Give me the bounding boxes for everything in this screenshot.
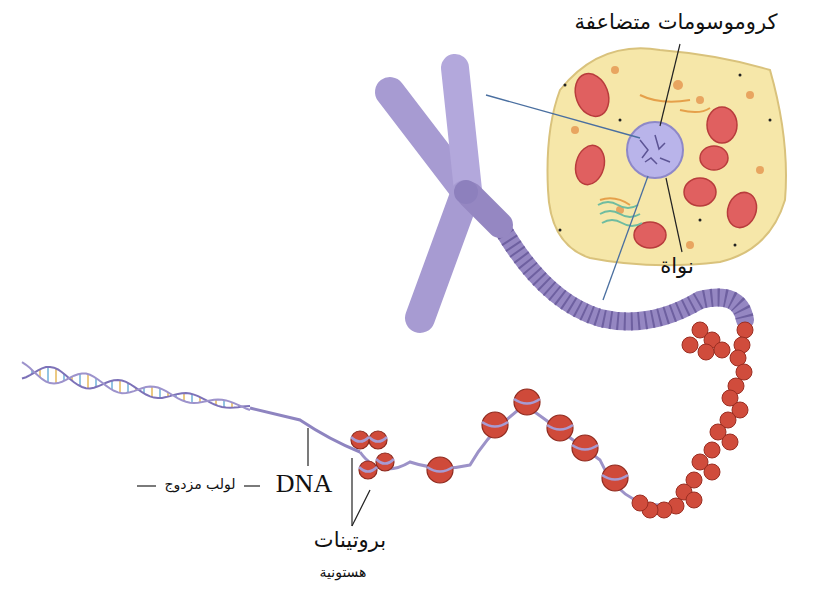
base-pair xyxy=(159,388,161,398)
base-pair xyxy=(127,383,129,393)
chromosome xyxy=(390,68,500,318)
dna-wrap xyxy=(376,459,394,464)
bead xyxy=(737,322,753,338)
bead xyxy=(704,464,720,480)
dna-wrap xyxy=(572,445,598,450)
base-pair xyxy=(191,394,193,403)
bead xyxy=(736,364,752,380)
bead xyxy=(704,442,720,458)
structure-label: بروتينات xyxy=(314,528,386,553)
dna-wrap xyxy=(369,437,387,442)
nucleosome xyxy=(572,435,598,461)
dna-wrap xyxy=(514,399,540,404)
helix-strand xyxy=(22,367,250,408)
nucleosome xyxy=(427,457,453,483)
bead xyxy=(686,492,702,508)
base-pair xyxy=(47,367,49,383)
dna-wrap xyxy=(359,467,377,472)
dna-wrap xyxy=(427,467,453,472)
linker-dna xyxy=(360,405,660,505)
dna-wrap xyxy=(547,425,573,430)
structure-label: لولب مزدوج xyxy=(164,476,235,493)
bead xyxy=(682,337,698,353)
nucleosome xyxy=(602,465,628,491)
base-pair xyxy=(55,368,57,383)
dna-strand xyxy=(250,408,360,452)
nucleosome xyxy=(351,431,369,449)
base-pair xyxy=(119,380,121,393)
structure-label: هستونية xyxy=(320,564,367,581)
base-pair xyxy=(151,387,153,398)
dna-wrap xyxy=(602,475,628,480)
bead xyxy=(698,344,714,360)
nucleosome xyxy=(514,389,540,415)
bead xyxy=(632,495,648,511)
nucleosome xyxy=(482,412,508,438)
bead xyxy=(714,342,730,358)
base-pair xyxy=(79,374,81,386)
double-helix xyxy=(22,362,360,452)
helix-strand xyxy=(22,362,250,410)
dna-wrap xyxy=(482,422,508,427)
cell xyxy=(548,48,787,265)
base-pair xyxy=(87,374,89,388)
nucleosome xyxy=(547,415,573,441)
nucleosome xyxy=(369,431,387,449)
chromatin-fiber xyxy=(495,215,745,321)
leader-lines xyxy=(137,44,682,526)
nucleosome xyxy=(359,461,377,479)
structure-label: نواة xyxy=(660,254,694,279)
dna-wrap xyxy=(351,437,369,442)
nucleosome xyxy=(376,453,394,471)
structure-label: كروموسومات متضاعفة xyxy=(575,10,778,35)
zoom-lines xyxy=(486,95,648,300)
bead xyxy=(722,434,738,450)
structure-label: DNA xyxy=(276,468,332,499)
nucleosome-chain xyxy=(351,322,753,518)
